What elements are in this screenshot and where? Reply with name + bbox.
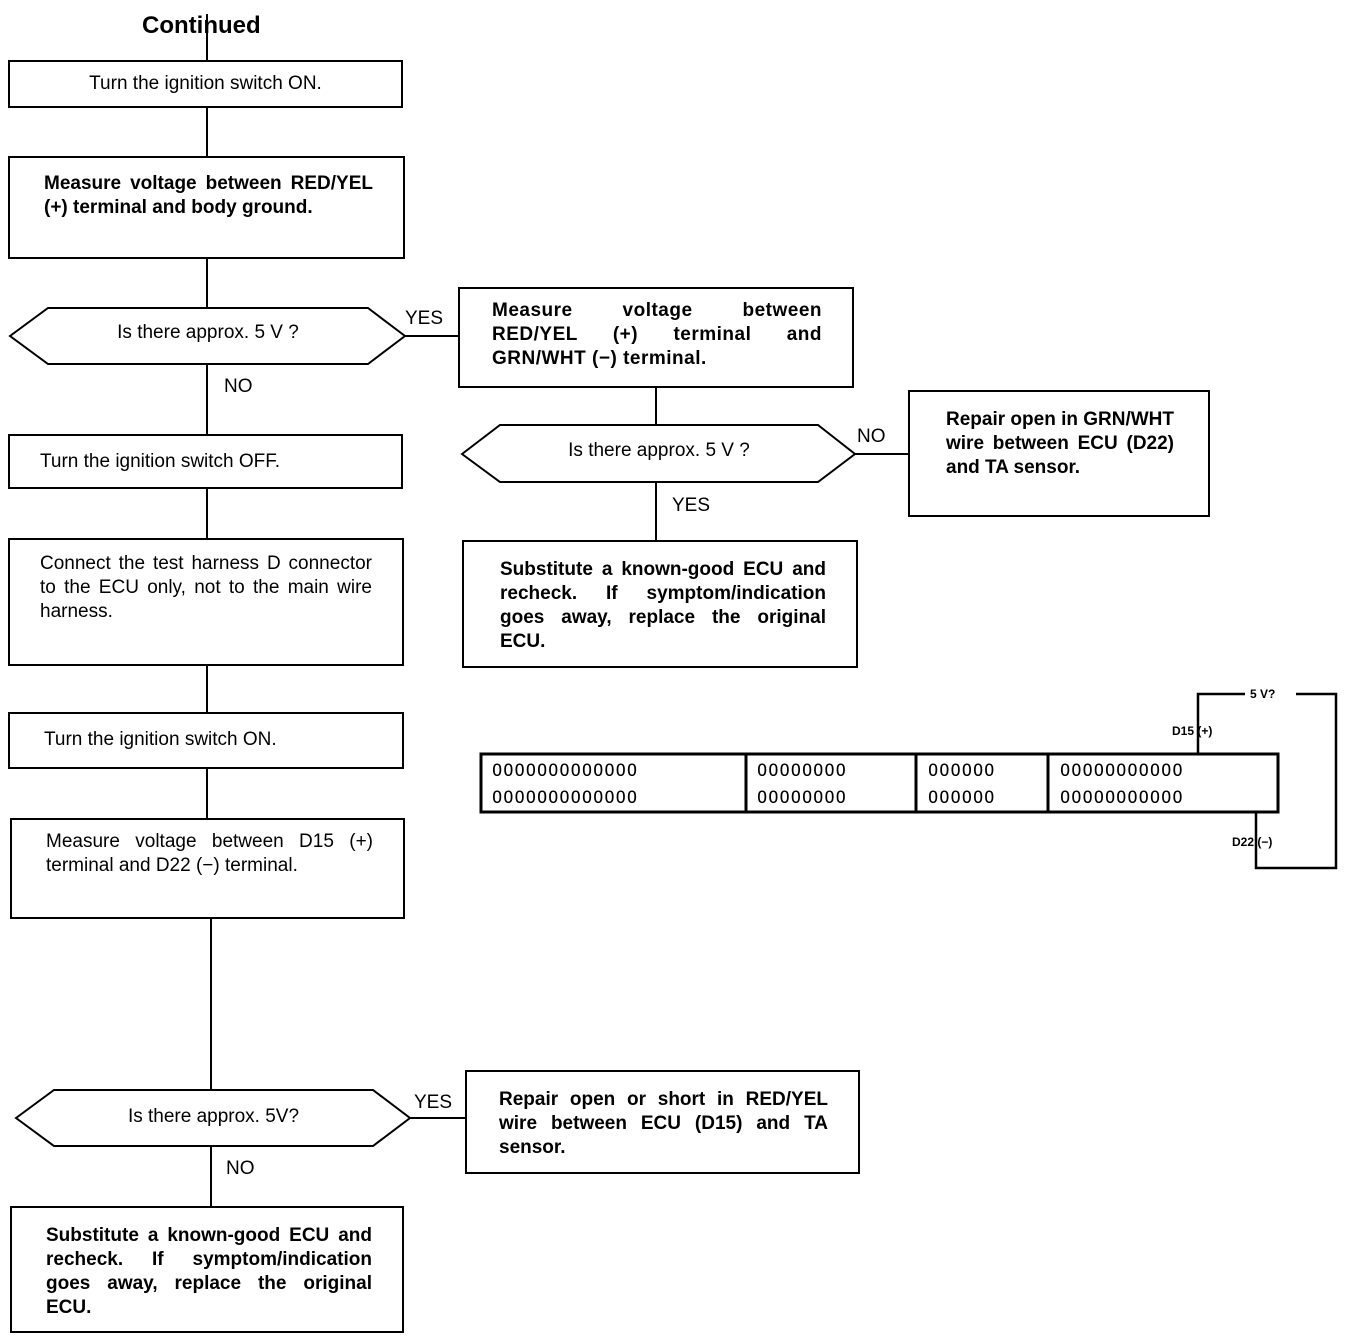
connector-row1-seg4: OOOOOOOOOOO — [1060, 761, 1184, 781]
connector-row1-seg3: OOOOOO — [928, 761, 996, 781]
step-measure-grn-wht: Measure voltage between RED/YEL (+) term… — [458, 287, 854, 388]
connector-d22-label: D22 (−) — [1232, 835, 1273, 849]
q1-no-label: NO — [224, 376, 253, 397]
connector-row1-seg1: OOOOOOOOOOOOO — [492, 761, 639, 781]
result-repair-red-yel: Repair open or short in RED/YEL wire bet… — [465, 1070, 860, 1174]
page-title: Continued — [142, 12, 261, 39]
step-ignition-on-1: Turn the ignition switch ON. — [8, 60, 403, 108]
connector-row2-seg4: OOOOOOOOOOO — [1060, 788, 1184, 808]
result-substitute-ecu-left: Substitute a known-good ECU and recheck.… — [10, 1206, 404, 1333]
connector-row2-seg3: OOOOOO — [928, 788, 996, 808]
decision-q1-text: Is there approx. 5 V ? — [117, 322, 299, 343]
step-ignition-on-2: Turn the ignition switch ON. — [8, 712, 404, 769]
q2-no-label: NO — [857, 426, 886, 447]
connector-d15-label: D15 (+) — [1172, 724, 1213, 738]
step-ignition-off: Turn the ignition switch OFF. — [8, 434, 403, 489]
decision-shapes — [8, 307, 857, 1147]
connector-row1-seg2: OOOOOOOO — [757, 761, 847, 781]
step-measure-d15-d22: Measure voltage between D15 (+) terminal… — [10, 818, 405, 919]
result-repair-grn-wht: Repair open in GRN/WHT wire between ECU … — [908, 390, 1210, 517]
q3-no-label: NO — [226, 1158, 255, 1179]
connector-row2-seg1: OOOOOOOOOOOOO — [492, 788, 639, 808]
step-measure-body-ground: Measure voltage between RED/YEL (+) term… — [8, 156, 405, 259]
connector-voltage-label: 5 V? — [1250, 687, 1276, 701]
decision-q3-text: Is there approx. 5V? — [127, 1106, 300, 1127]
decision-q2-text: Is there approx. 5 V ? — [568, 440, 750, 461]
probe-wires — [1196, 692, 1338, 870]
step-connect-harness: Connect the test harness D connector to … — [8, 538, 404, 666]
q1-yes-label: YES — [405, 308, 444, 329]
q3-yes-label: YES — [414, 1092, 453, 1113]
result-substitute-ecu-mid: Substitute a known-good ECU and recheck.… — [462, 540, 858, 668]
q2-yes-label: YES — [672, 495, 711, 516]
connector-row2-seg2: OOOOOOOO — [757, 788, 847, 808]
connector-body — [479, 752, 1280, 814]
